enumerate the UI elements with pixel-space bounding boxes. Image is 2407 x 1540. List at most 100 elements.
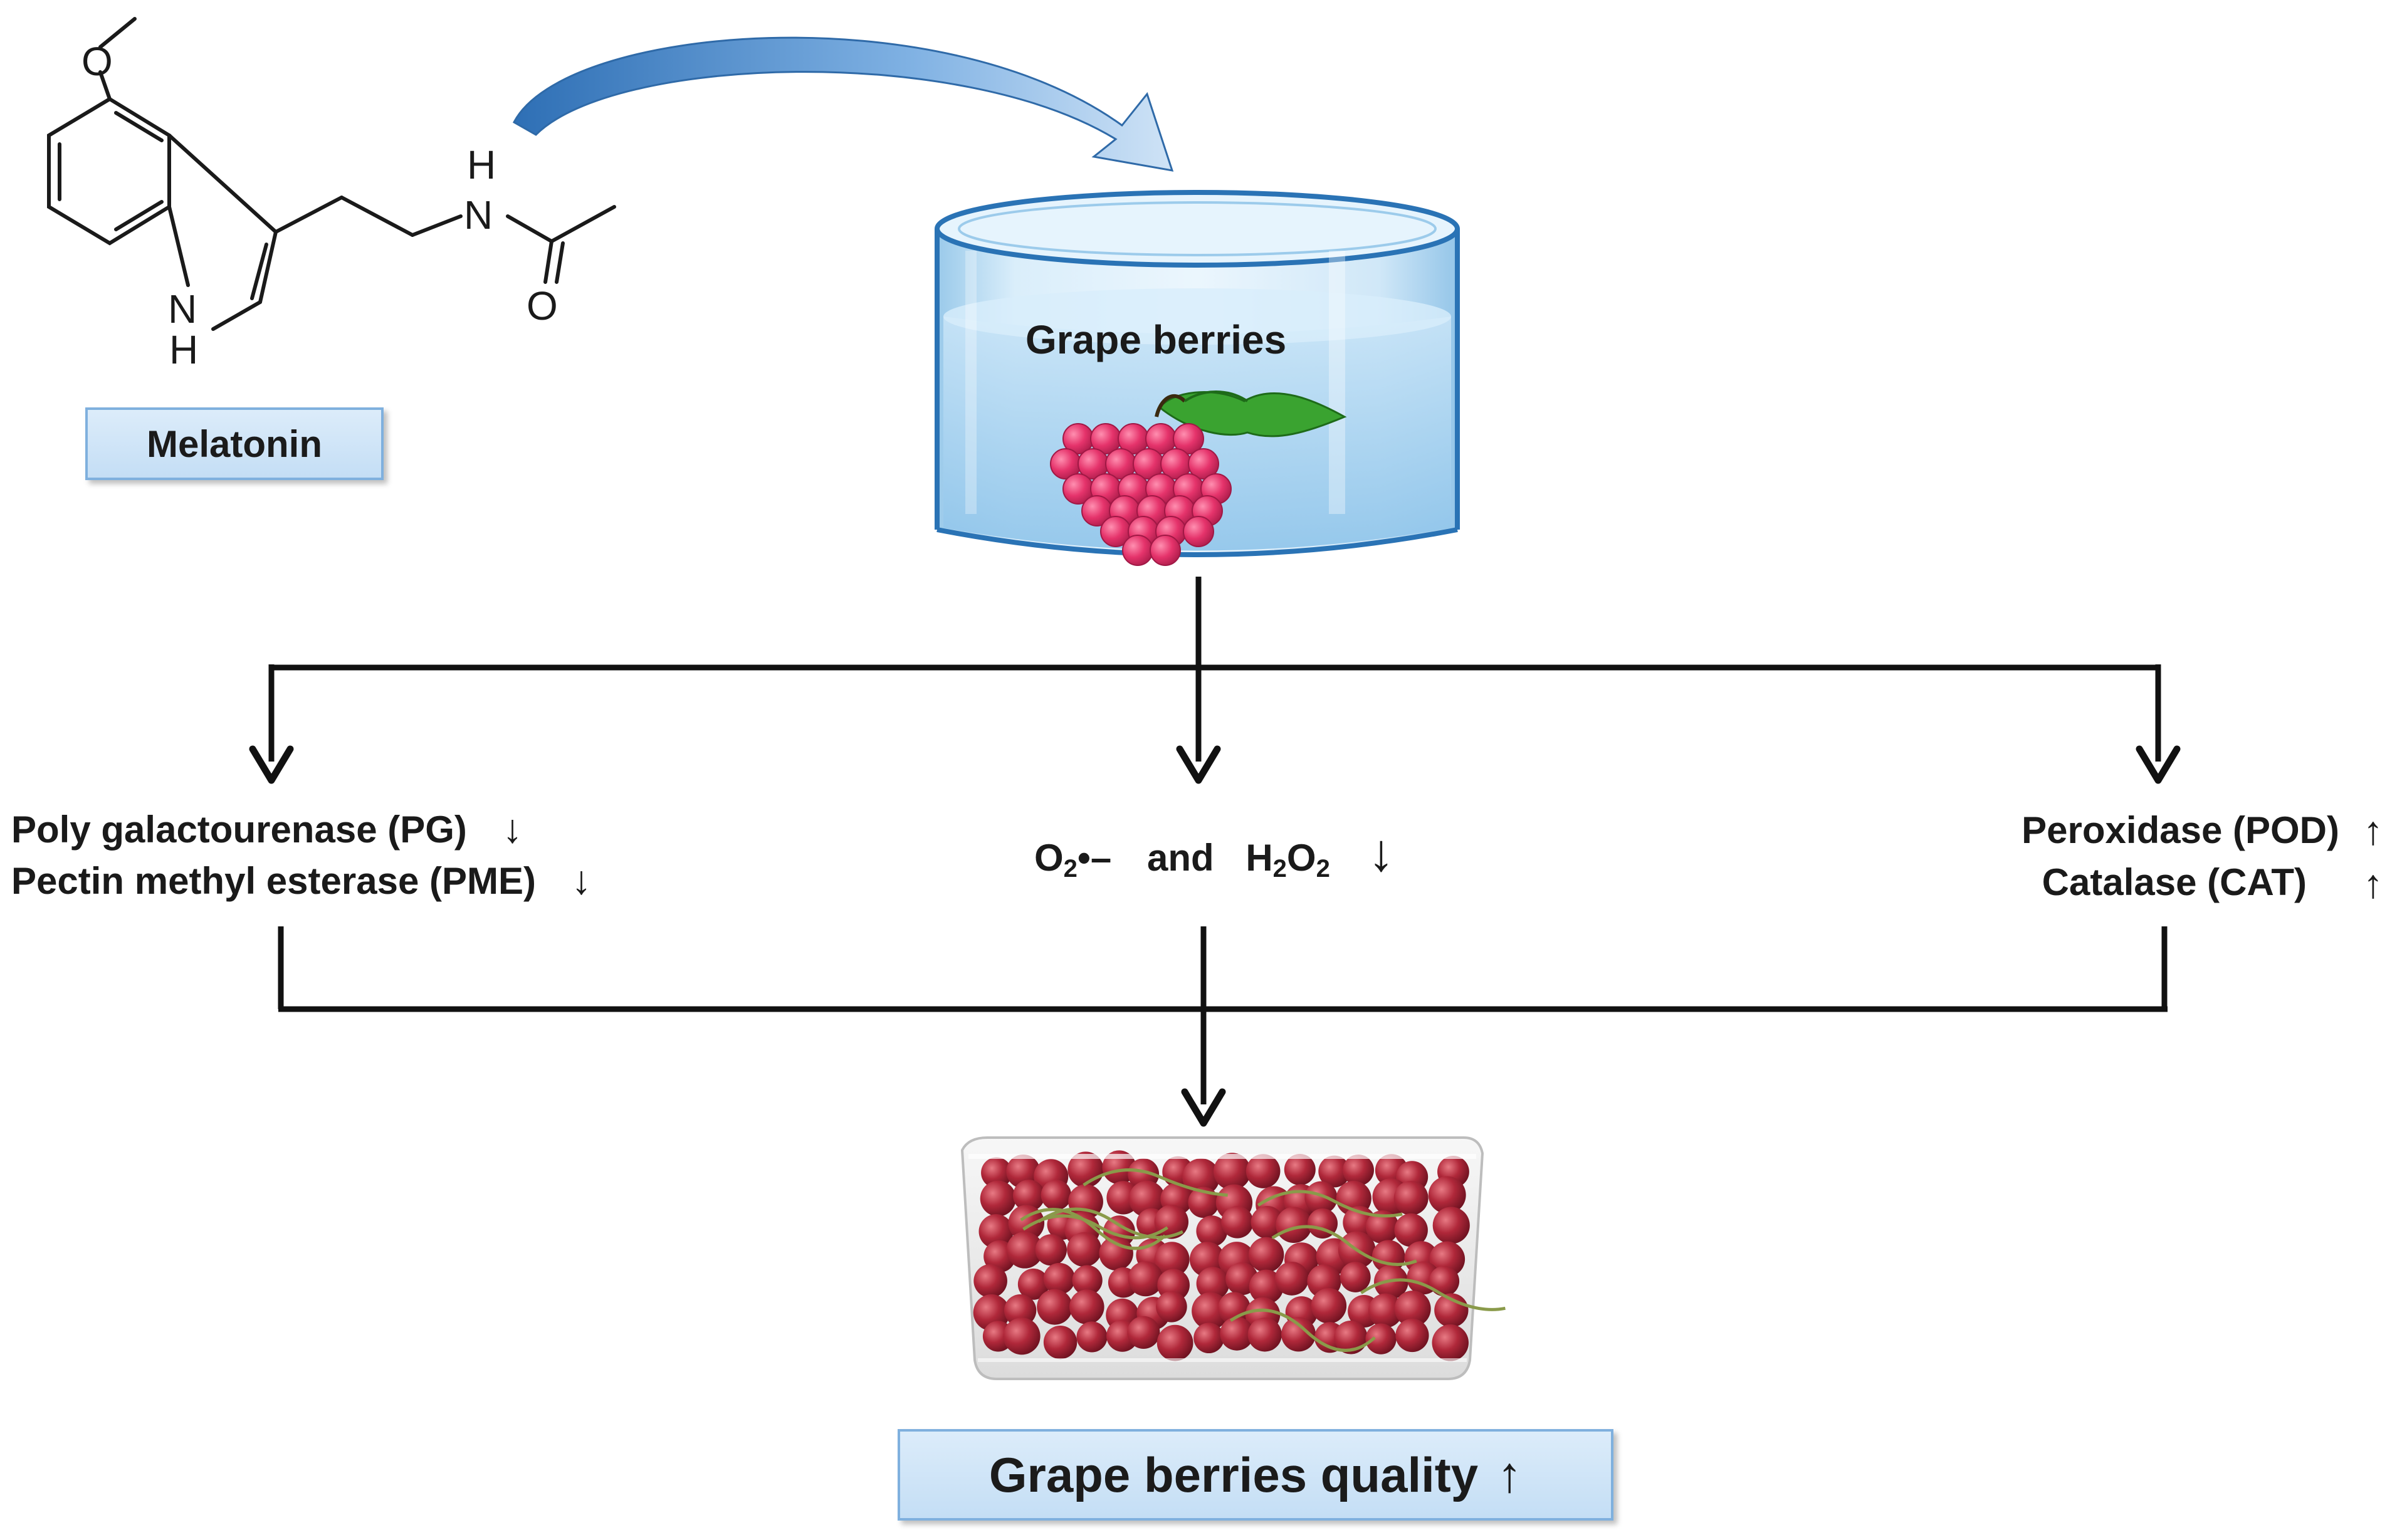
red-grape	[1432, 1207, 1470, 1244]
red-grape	[980, 1180, 1016, 1217]
red-grape	[978, 1214, 1014, 1249]
red-grape	[1193, 1323, 1224, 1354]
red-grape	[1076, 1321, 1108, 1353]
melatonin-structure	[47, 17, 616, 331]
red-grape	[1196, 1215, 1228, 1247]
grape-stem	[1257, 1190, 1403, 1218]
red-grape	[1393, 1180, 1429, 1215]
pg-label: Poly galactourenase (PG)	[11, 809, 467, 851]
red-grape	[1368, 1293, 1403, 1328]
arrow-heads	[249, 745, 2181, 1127]
superoxide-subscript: 2	[1063, 855, 1078, 883]
red-grape	[1043, 1325, 1078, 1359]
cat-effect: Catalase (CAT)	[2042, 864, 2307, 901]
red-grape	[1221, 1206, 1254, 1239]
peroxide-h: H	[1245, 837, 1273, 879]
grape-stem	[1083, 1168, 1228, 1197]
quality-label: Grape berries quality	[988, 1447, 1479, 1502]
red-grape	[1318, 1155, 1351, 1188]
pme-label: Pectin methyl esterase (PME)	[11, 860, 536, 902]
and-word: and	[1146, 837, 1214, 879]
red-grape	[1067, 1232, 1102, 1267]
red-grape	[1428, 1176, 1466, 1214]
red-grape	[1041, 1180, 1072, 1210]
pod-label: Peroxidase (POD)	[2022, 809, 2339, 851]
grape-stem	[1271, 1225, 1417, 1266]
ring-hydrogen-label: H	[169, 327, 198, 372]
red-grape	[1182, 1158, 1220, 1196]
red-grape	[973, 1264, 1007, 1298]
amide-hydrogen-label: H	[467, 142, 496, 187]
red-grape	[1365, 1210, 1399, 1244]
superoxide-radical: •–	[1077, 837, 1112, 879]
red-grape	[1127, 1316, 1160, 1349]
berry	[1122, 535, 1153, 566]
quality-label-box: Grape berries quality ↑	[898, 1429, 1613, 1521]
red-grape	[1220, 1316, 1254, 1351]
melatonin-label: Melatonin	[147, 422, 322, 465]
red-grape	[1284, 1154, 1316, 1186]
quality-up-arrow: ↑	[1497, 1447, 1523, 1502]
peroxide-h-subscript: 2	[1272, 855, 1287, 883]
red-grape	[1043, 1262, 1076, 1295]
grape-stem	[1360, 1278, 1506, 1311]
red-grape	[1340, 1262, 1371, 1292]
red-grape	[1304, 1181, 1338, 1214]
red-grape	[1251, 1206, 1284, 1239]
grape-stem	[1037, 1207, 1183, 1239]
red-grape	[1394, 1213, 1428, 1247]
red-grape	[1128, 1180, 1165, 1217]
red-grape	[1248, 1237, 1284, 1273]
ros-down-arrow: ↓	[1368, 823, 1395, 882]
pod-effect: Peroxidase (POD)	[2022, 812, 2339, 849]
red-grape	[1334, 1321, 1368, 1354]
grape-stem	[1020, 1208, 1167, 1250]
pme-effect: Pectin methyl esterase (PME) ↓	[11, 860, 592, 900]
amide-nitrogen-label: N	[464, 192, 493, 238]
cat-label: Catalase (CAT)	[2042, 861, 2307, 903]
beaker-label: Grape berries	[1025, 317, 1287, 362]
red-grape	[1245, 1154, 1281, 1188]
berry	[1188, 448, 1219, 479]
red-grape	[1432, 1324, 1469, 1361]
curved-arrow	[513, 36, 1174, 172]
red-grape	[1249, 1269, 1284, 1304]
flow-lines	[268, 577, 2168, 1104]
red-grape	[1365, 1323, 1397, 1354]
red-grape	[1004, 1294, 1037, 1327]
berry	[1173, 423, 1204, 454]
red-grape	[1196, 1267, 1230, 1301]
red-grape	[1274, 1262, 1309, 1296]
red-grape	[1276, 1207, 1312, 1244]
grape-container-photo	[960, 1136, 1506, 1380]
red-grape	[1069, 1289, 1104, 1324]
berry	[1150, 535, 1181, 566]
red-grape	[1037, 1289, 1072, 1325]
red-grape	[1394, 1291, 1431, 1327]
ring-nitrogen-label: N	[168, 286, 197, 332]
superoxide-o: O	[1034, 837, 1064, 879]
red-grape	[1281, 1317, 1316, 1352]
red-grape	[1247, 1317, 1282, 1352]
red-grape	[1156, 1324, 1193, 1361]
grape-stem	[1229, 1308, 1376, 1352]
red-grape	[1072, 1265, 1103, 1296]
cat-up-arrow: ↑	[2363, 861, 2383, 906]
red-grape	[1006, 1232, 1044, 1269]
red-grape	[1035, 1234, 1067, 1266]
red-grape	[1311, 1288, 1347, 1324]
red-grape	[981, 1157, 1012, 1188]
ros-effect: O2•– and H2O2 ↓	[1034, 826, 1395, 881]
red-grape	[1154, 1242, 1190, 1277]
red-grape	[1429, 1265, 1460, 1297]
melatonin-label-box: Melatonin	[85, 407, 384, 480]
red-grape	[1395, 1318, 1429, 1353]
peroxide-o-subscript: 2	[1316, 855, 1330, 883]
red-grape	[1128, 1261, 1163, 1297]
grape-cluster-icon	[1050, 390, 1347, 566]
red-grape	[1213, 1153, 1251, 1190]
pod-up-arrow: ↑	[2363, 808, 2383, 853]
pg-effect: Poly galactourenase (PG) ↓	[11, 809, 523, 849]
